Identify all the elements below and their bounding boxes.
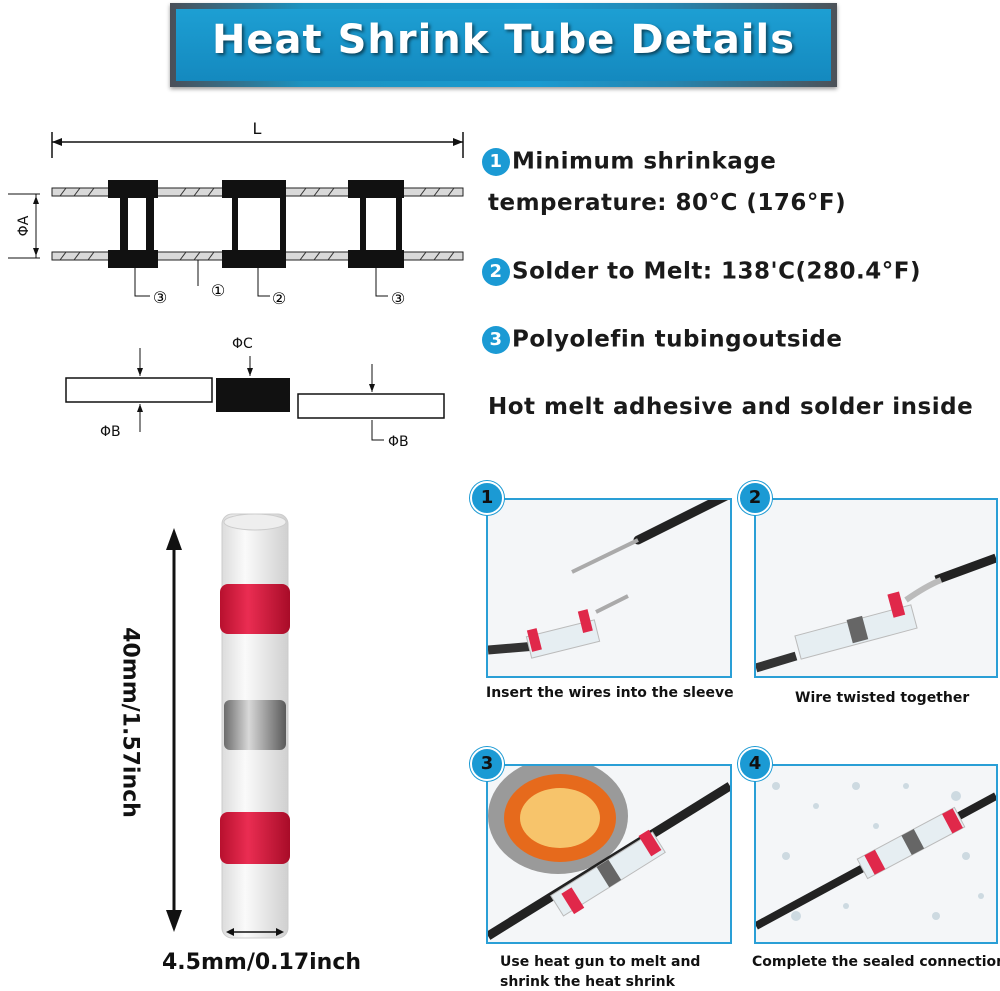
callout-2: ②	[272, 289, 286, 308]
step-1-image	[488, 500, 729, 659]
tube-length-label: 40mm/1.57inch	[117, 627, 143, 818]
step-4-panel	[754, 764, 998, 944]
tube-illustration	[166, 513, 290, 939]
number-2-icon: 2	[482, 258, 510, 286]
spec-item-3-text: Polyolefin tubingoutside	[512, 326, 843, 353]
diameter-b-left-label: ΦB	[100, 424, 121, 440]
callout-1: ①	[211, 281, 225, 300]
spec-item-1-line1: Minimum shrinkage	[512, 148, 777, 175]
step-3-image	[488, 766, 730, 940]
number-3-icon: 3	[482, 326, 510, 354]
diameter-b-right-label: ΦB	[388, 434, 409, 450]
step-3-badge: 3	[470, 747, 504, 781]
step-2-caption: Wire twisted together	[795, 690, 970, 706]
step-3-caption-line2: shrink the heat shrink	[500, 974, 675, 990]
step-4-badge: 4	[738, 747, 772, 781]
number-1-icon: 1	[482, 148, 510, 176]
step-2-image	[756, 553, 996, 673]
title-banner: Heat Shrink Tube Details	[170, 3, 837, 87]
step-1-panel	[486, 498, 732, 678]
step-1-caption: Insert the wires into the sleeve	[486, 685, 734, 701]
step-3-caption-line1: Use heat gun to melt and	[500, 954, 701, 970]
step-4-caption: Complete the sealed connection	[752, 954, 1000, 970]
tube-width-label: 4.5mm/0.17inch	[162, 950, 362, 975]
spec-item-2-text: Solder to Melt: 138'C(280.4°F)	[512, 258, 921, 285]
spec-item-1-line2: temperature: 80°C (176°F)	[488, 190, 847, 216]
callout-3-right: ③	[391, 289, 405, 308]
step-2-panel	[754, 498, 998, 678]
diameter-a-label: ΦA	[16, 215, 32, 236]
diameter-c-label: ΦC	[232, 336, 253, 352]
callout-3-left: ③	[153, 288, 167, 307]
page-title: Heat Shrink Tube Details	[211, 17, 796, 63]
step-3-panel	[486, 764, 732, 944]
spec-note: Hot melt adhesive and solder inside	[488, 394, 974, 420]
cross-section-diagram: L ΦA ③ ① ② ③ ΦB ΦC	[8, 119, 464, 450]
step-4-image	[756, 782, 996, 930]
length-label-l: L	[253, 119, 262, 138]
step-2-badge: 2	[738, 481, 772, 515]
step-1-badge: 1	[470, 481, 504, 515]
